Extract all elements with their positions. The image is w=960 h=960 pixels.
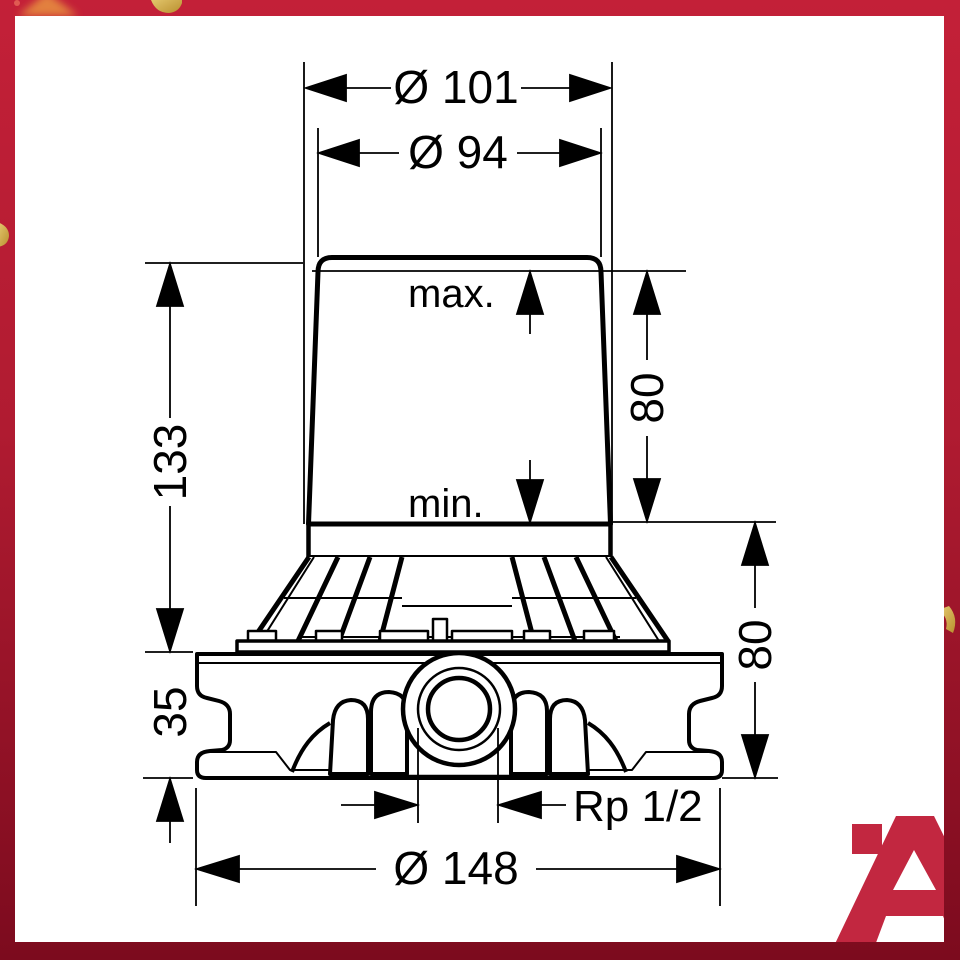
dim-label-35: 35 [144, 686, 196, 737]
arrow-up-icon [740, 519, 770, 566]
label-min: min. [408, 482, 484, 526]
arrow-right-icon [374, 790, 421, 820]
protection-cap-outline [306, 255, 613, 527]
dimension-thread: Rp 1/2 [341, 782, 703, 831]
dimension-dia-94: Ø 94 [316, 126, 603, 178]
arrow-right-icon [559, 138, 603, 168]
arrow-down-icon [740, 734, 770, 781]
dimension-height-35: 35 [144, 686, 196, 843]
arrow-left-icon [303, 73, 347, 103]
dim-label-thread: Rp 1/2 [573, 782, 703, 831]
boss-inner-circle [425, 675, 493, 743]
dim-label-dia94: Ø 94 [408, 126, 508, 178]
logo-letter-a [835, 816, 944, 942]
base-casting [195, 650, 724, 780]
arrow-up-icon [155, 260, 185, 307]
base-foot-lines [210, 751, 712, 771]
arrow-down-icon [515, 479, 545, 526]
lug-curve-left [290, 721, 332, 773]
cone-inner-lines [260, 556, 660, 642]
level-markers: max. min. [408, 268, 545, 526]
dim-label-133: 133 [144, 424, 196, 501]
dim-label-dia148: Ø 148 [393, 842, 518, 894]
arrow-down-icon [632, 478, 662, 525]
arrow-up-icon [155, 775, 185, 822]
lug-curve-right [586, 721, 628, 773]
arrow-left-icon [316, 138, 360, 168]
arrow-right-icon [676, 854, 723, 884]
skirt-walls [306, 524, 613, 557]
ribbed-cone [246, 555, 671, 643]
arrow-up-icon [632, 268, 662, 315]
dimension-height-133: 133 [144, 260, 196, 655]
dimension-dia-148: Ø 148 [193, 842, 723, 894]
arrow-right-icon [569, 73, 613, 103]
dim-label-dia101: Ø 101 [393, 61, 518, 113]
arrow-up-icon [515, 268, 545, 315]
fixture-body [195, 255, 724, 780]
arrow-down-icon [155, 608, 185, 655]
dimension-dia-101: Ø 101 [303, 61, 613, 113]
flange-tabs [246, 617, 616, 643]
confetti-gold-ribbon-top [151, 0, 182, 13]
thread-boss [400, 650, 518, 768]
dimension-lower-80: 80 [729, 519, 781, 781]
flange-plate [235, 639, 671, 654]
logo-square-dot [852, 824, 882, 854]
extension-lines [143, 62, 778, 906]
brand-logo [835, 816, 944, 942]
dimension-annotations: Ø 101 Ø 94 133 35 [143, 61, 781, 906]
dimension-adjust-80: 80 [621, 268, 673, 525]
confetti-red-dot [14, 0, 20, 6]
arrow-left-icon [193, 854, 240, 884]
label-max: max. [408, 272, 495, 316]
confetti-orange-glow [18, 0, 78, 16]
dim-label-80-lower: 80 [729, 619, 781, 670]
dim-label-80-upper: 80 [621, 372, 673, 423]
confetti-gold-left [0, 223, 9, 247]
center-stub [431, 617, 449, 643]
arrow-left-icon [495, 790, 542, 820]
